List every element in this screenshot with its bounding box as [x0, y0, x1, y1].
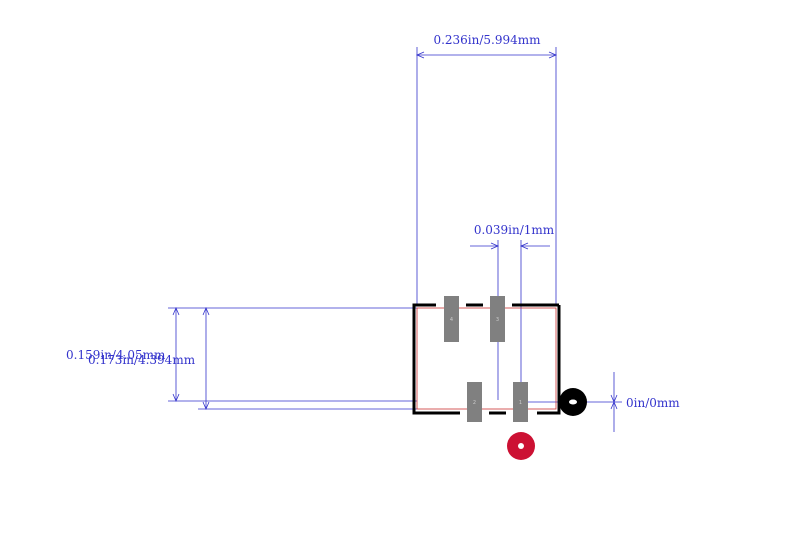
- dimension-pad-pitch-label: 0.039in/1mm: [474, 223, 555, 237]
- courtyard-outline: [416, 307, 557, 410]
- pad-3: 3: [490, 296, 505, 342]
- pad-4: 4: [444, 296, 459, 342]
- silkscreen-outline: [412, 303, 561, 415]
- pad-2: 2: [467, 382, 482, 422]
- pad-1-label: 1: [519, 400, 522, 406]
- origin-marker-icon: [559, 388, 587, 416]
- dimension-height-pads-label: 0.159in/4.05mm: [66, 348, 166, 362]
- dimension-pad-pitch: 0.039in/1mm: [470, 223, 555, 400]
- dimension-heights: 0.159in/4.05mm 0.173in/4.394mm: [66, 306, 417, 411]
- pad-4-label: 4: [450, 317, 453, 323]
- pad-1: 1: [513, 382, 528, 422]
- pad-3-label: 3: [496, 317, 499, 323]
- pad-2-label: 2: [473, 400, 476, 406]
- dimension-height-body-label: 0.173in/4.394mm: [88, 353, 196, 367]
- dimension-origin-label: 0in/0mm: [626, 396, 680, 410]
- dimension-width-total-label: 0.236in/5.994mm: [433, 33, 541, 47]
- dimension-origin: 0in/0mm: [521, 372, 680, 432]
- pin1-marker-icon: [507, 432, 535, 460]
- dimension-width-total: 0.236in/5.994mm: [415, 33, 558, 306]
